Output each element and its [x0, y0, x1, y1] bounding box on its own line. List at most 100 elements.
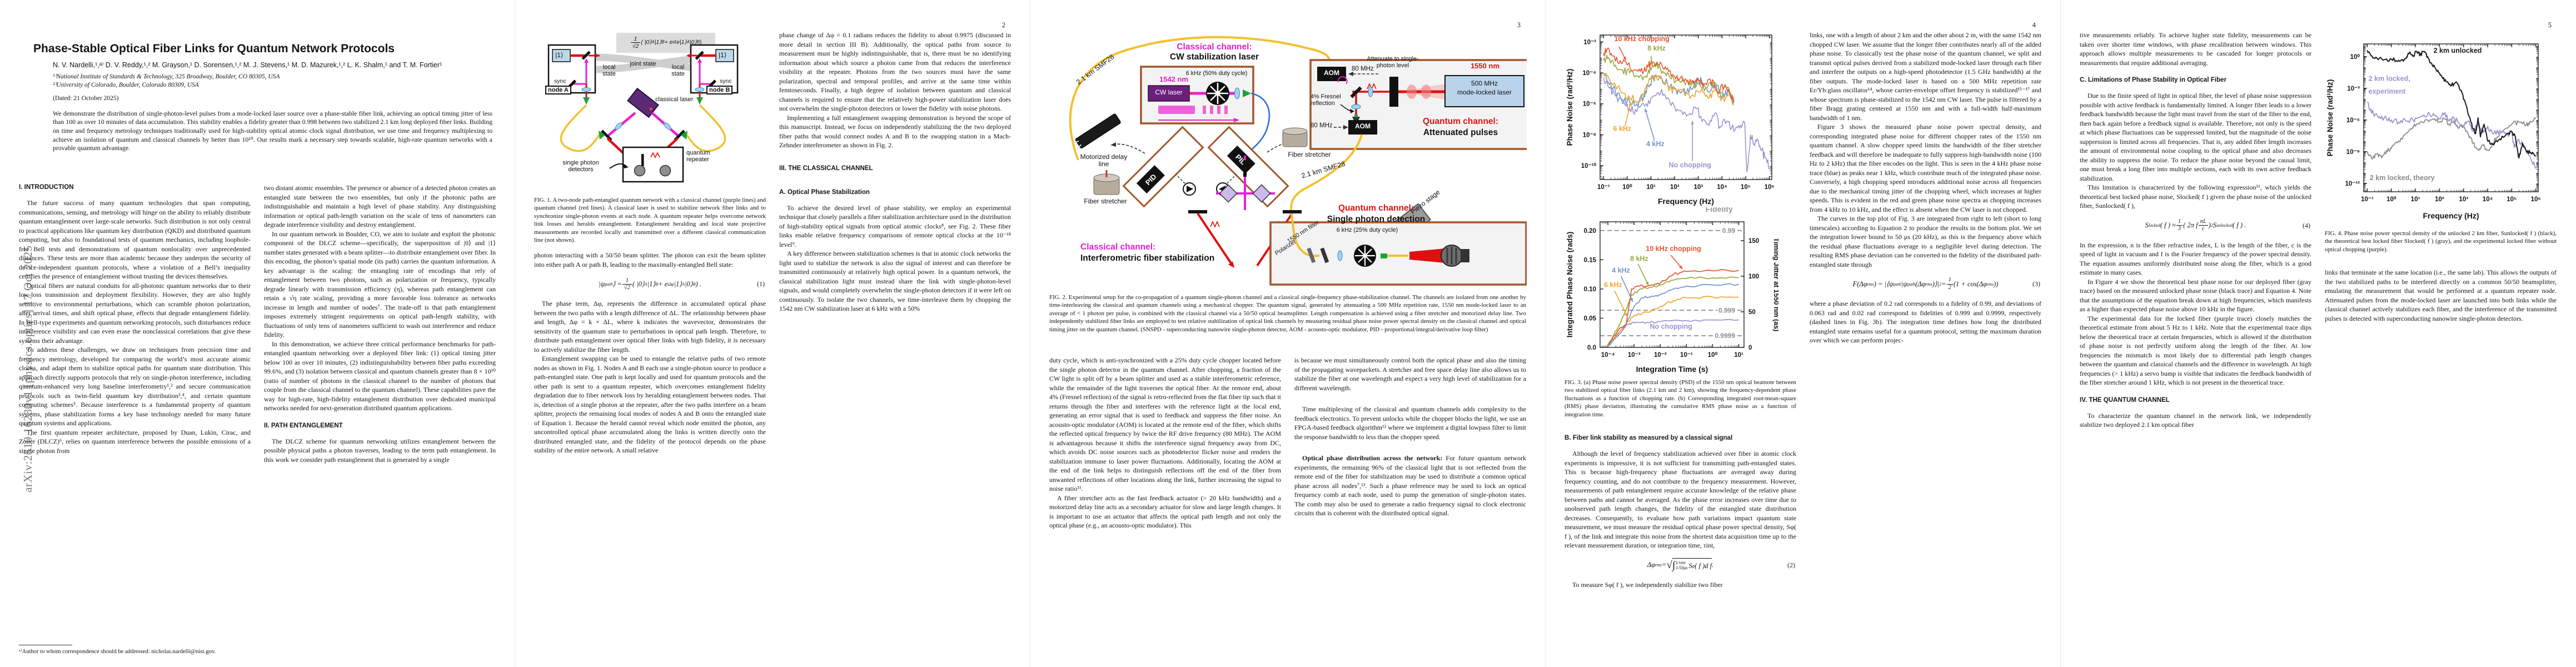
joint-state-label: joint state	[630, 61, 656, 67]
trace-annotation: 2 km unlocked	[2434, 47, 2482, 54]
y2-tick-label: 150	[1748, 238, 1759, 245]
equation-part: ( |0⟩	[641, 38, 652, 46]
beamsplitter-cube	[1219, 184, 1238, 203]
paragraph: The future success of many quantum techn…	[19, 199, 251, 280]
equation-part: ) .	[695, 280, 701, 288]
equation-part: |1⟩	[654, 38, 662, 46]
lens	[1351, 104, 1361, 109]
mirror	[1350, 86, 1362, 98]
fraction-denominator: c	[2201, 226, 2205, 232]
equation-part: 1√2	[630, 36, 641, 49]
annotation-arrowhead	[1623, 56, 1626, 61]
cw-pulse-tick	[1224, 106, 1228, 114]
y-tick-label: 10⁻⁹	[2346, 149, 2360, 156]
page-number: 5	[2548, 21, 2552, 29]
fiber-stretcher-label: Fiber stretcher	[1084, 197, 1127, 205]
equation-part: (Δφ	[1915, 280, 1926, 288]
equation-part: ( f ) ≈	[2160, 221, 2176, 229]
cw-pulse-tick	[1217, 106, 1220, 114]
page-3: 3	[1030, 0, 1546, 667]
fiber-into-detector	[1291, 213, 1320, 257]
lens	[581, 87, 591, 92]
y-tick-label: 10⁻¹⁰	[1581, 162, 1597, 170]
quantum-channel-heading: Quantum channel:	[1338, 203, 1414, 213]
paragraph: The DLCZ scheme for quantum networking u…	[264, 437, 496, 464]
lens	[664, 122, 671, 130]
data-trace	[1607, 269, 1739, 345]
trace-annotation: 8 kHz	[1630, 255, 1648, 262]
fidelity-dash-label: 0.99	[1722, 227, 1736, 235]
x-tick-label: 10⁻¹	[2361, 196, 2374, 203]
node-b-label: node B	[706, 86, 733, 94]
data-trace	[2367, 101, 2537, 169]
equation-part: A	[651, 39, 655, 45]
y-tick-label: 10⁻³	[2347, 86, 2360, 92]
equation-part: )	[2208, 221, 2211, 229]
footnote-block: ᵃ⁾Author to whom correspondence should b…	[19, 639, 251, 656]
quantum-repeater-label: quantum repeater	[686, 150, 710, 163]
y2-axis-label: Timing Jitter at 1550 nm (as)	[1772, 238, 1778, 332]
wavelength-1550-label: 1550 nm	[1470, 62, 1500, 70]
x-tick-label: 10⁶	[1765, 184, 1775, 191]
paragraph: In the expression, n is the fiber refrac…	[2080, 241, 2311, 277]
paragraph: where a phase deviation of 0.2 rad corre…	[1810, 300, 2041, 344]
duty-cycle-50-label: 6 kHz (50% duty cycle)	[1185, 70, 1248, 77]
data-trace	[1603, 77, 1770, 172]
paragraph: Figure 3 shows the measured phase noise …	[1810, 123, 2041, 213]
x-tick-label: 10¹	[1646, 184, 1656, 191]
y-tick-label: 10⁻²	[1583, 39, 1596, 46]
equation-part: B	[661, 39, 665, 45]
fiber-connector	[681, 131, 687, 140]
figure-4-caption: FIG. 4. Phase noise power spectral densi…	[2325, 230, 2557, 253]
trace-annotation: 4 kHz	[1612, 266, 1630, 274]
x-tick-label: 10¹	[2411, 196, 2420, 203]
paragraph: Optical phase distribution across the ne…	[1294, 454, 1526, 518]
paragraph: Although the level of frequency stabiliz…	[1564, 450, 1796, 550]
delay-line-label: Motorized delay line	[1080, 153, 1128, 168]
rf-arrowhead	[1348, 72, 1353, 76]
equation-part: B	[655, 281, 659, 287]
fiber-connector	[599, 131, 605, 140]
x-tick-label: 10⁻³	[1628, 352, 1641, 359]
trace-annotation: experiment	[2369, 87, 2406, 95]
annotation-arrow	[1624, 102, 1632, 127]
equation-part: |ψ	[1901, 280, 1908, 288]
y-tick-label: 0.10	[1584, 286, 1596, 293]
x-axis-label: Frequency (Hz)	[1658, 197, 1714, 206]
lens	[695, 87, 705, 92]
fiber-connector	[696, 97, 703, 104]
pid-assembly-left: PID	[1122, 126, 1204, 208]
page-1: arXiv:2510.16230v1 [physics.optics] 17 O…	[0, 0, 515, 667]
equation-part: |ψ	[599, 280, 605, 288]
equation-part: )⟩|	[1932, 280, 1940, 288]
equation-part: 2	[2210, 223, 2213, 228]
equation-part: ⟩ =	[612, 280, 622, 288]
page5-columns: tive measurements reliably. To achieve h…	[2080, 31, 2557, 653]
page2-right-column: phase change of Δφ = 0.1 radians reduces…	[779, 31, 1011, 653]
snspd-housing	[1461, 249, 1469, 262]
page3-columns: duty cycle, which is anti-synchronized w…	[1049, 356, 1526, 656]
paragraph: tive measurements reliably. To achieve h…	[2080, 31, 2311, 67]
paragraph: To characterize the quantum channel in t…	[2080, 411, 2311, 429]
y-tick-label: 10⁻⁶	[1583, 101, 1596, 108]
x-tick-label: 10²	[1670, 184, 1680, 191]
chopper-hub	[1215, 91, 1220, 96]
y2-tick-label: 100	[1748, 273, 1759, 280]
equation-4-number: (4)	[2303, 221, 2310, 229]
fiber-ferrule	[1381, 253, 1387, 258]
photon-state-label: |1⟩	[555, 51, 564, 59]
annotation-arrowhead	[1645, 108, 1648, 112]
figure-2-caption: FIG. 2. Experimental setup for the co-pr…	[1049, 294, 1526, 333]
motorized-delay-line	[1073, 113, 1121, 150]
lens	[615, 122, 622, 130]
